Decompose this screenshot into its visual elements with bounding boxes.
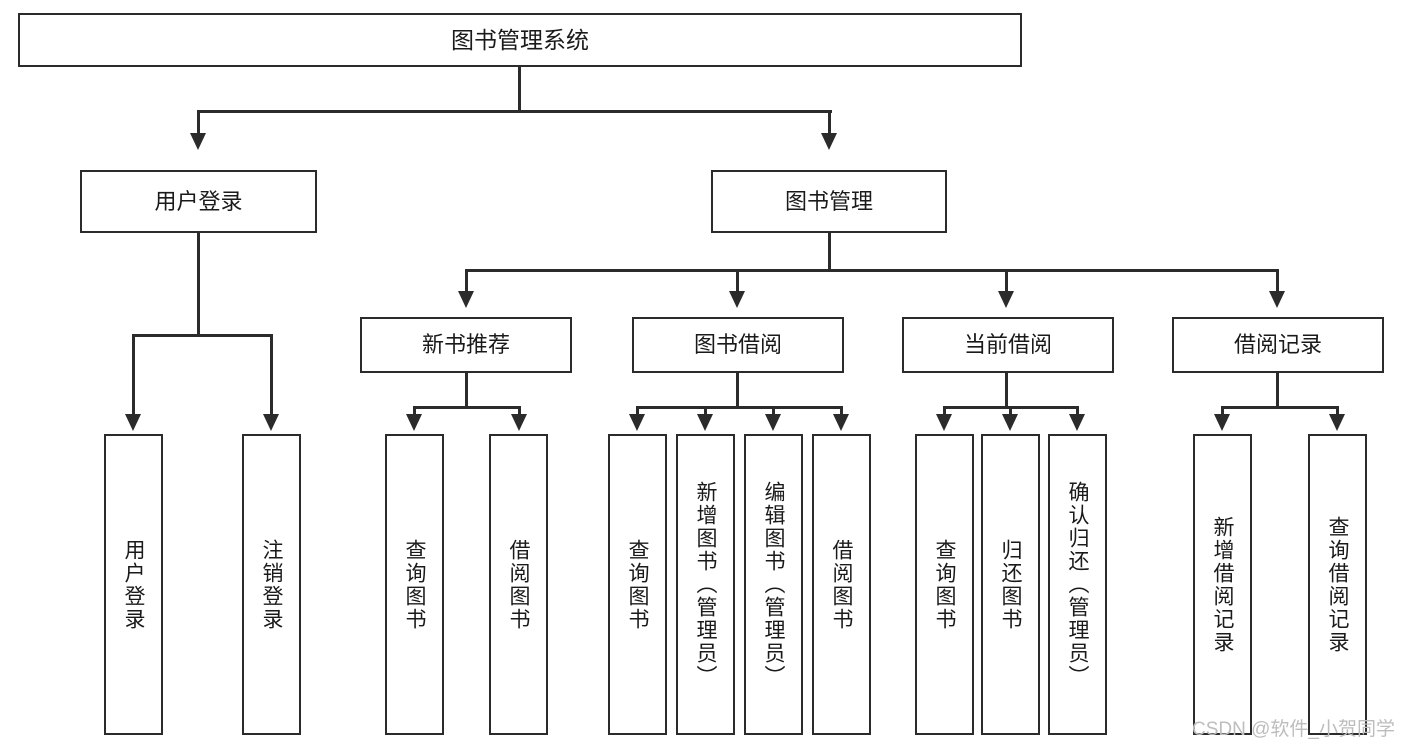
- connector-root-bar: [198, 110, 832, 113]
- arrowhead-bm-to-new-book: [458, 291, 474, 308]
- node-label: 编辑图书（管理员）: [762, 481, 785, 688]
- arrowhead-bm-to-borrow-record: [1269, 291, 1285, 308]
- leaf-user-login[interactable]: 用户登录: [104, 434, 163, 735]
- connector-root-to-user-login: [197, 110, 200, 136]
- arrowhead-user-login-leaf-1: [125, 414, 141, 431]
- connector-bb-to-leaf-1: [636, 406, 639, 418]
- node-label: 查询图书: [626, 538, 649, 631]
- node-label: 确认归还（管理员）: [1066, 481, 1089, 688]
- node-label: 注销登录: [260, 538, 283, 631]
- node-label: 借阅记录: [1233, 332, 1322, 358]
- leaf-bb-borrow-book[interactable]: 借阅图书: [812, 434, 871, 735]
- connector-bb-to-leaf-3: [772, 406, 775, 418]
- arrowhead-cb-leaf-3: [1069, 414, 1085, 431]
- arrowhead-bm-to-current-borrow: [998, 291, 1014, 308]
- leaf-cb-confirm-return-admin[interactable]: 确认归还（管理员）: [1048, 434, 1107, 735]
- connector-user-login-to-leaf-2: [270, 334, 273, 417]
- connector-bm-to-new-book: [465, 269, 468, 293]
- connector-book-manage-stem: [828, 233, 831, 271]
- connector-root-to-book-manage: [828, 110, 831, 136]
- connector-br-to-leaf-2: [1336, 406, 1339, 418]
- connector-cb-to-leaf-1: [943, 406, 946, 418]
- node-label: 新书推荐: [421, 332, 510, 358]
- arrowhead-user-login-leaf-2: [263, 414, 279, 431]
- node-label: 当前借阅: [963, 332, 1052, 358]
- node-new-book-recommend[interactable]: 新书推荐: [360, 317, 572, 373]
- node-label: 图书借阅: [693, 332, 782, 358]
- arrowhead-nbr-leaf-1: [406, 414, 422, 431]
- connector-book-manage-bar: [466, 269, 1278, 272]
- connector-br-to-leaf-1: [1221, 406, 1224, 418]
- connector-user-login-stem: [197, 233, 200, 335]
- leaf-cb-return-book[interactable]: 归还图书: [981, 434, 1040, 735]
- node-label: 归还图书: [999, 538, 1022, 631]
- connector-bb-stem: [736, 373, 739, 408]
- connector-nbr-to-leaf-1: [413, 406, 416, 418]
- connector-nbr-bar: [414, 406, 521, 409]
- connector-bm-to-borrow-record: [1276, 269, 1279, 293]
- arrowhead-nbr-leaf-2: [511, 414, 527, 431]
- arrowhead-root-to-book-manage: [821, 133, 837, 150]
- node-root-book-management-system[interactable]: 图书管理系统: [18, 13, 1022, 67]
- node-book-management[interactable]: 图书管理: [711, 170, 947, 233]
- connector-bb-bar: [637, 406, 842, 409]
- connector-bb-to-leaf-2: [704, 406, 707, 418]
- leaf-br-add-record[interactable]: 新增借阅记录: [1193, 434, 1252, 735]
- connector-br-bar: [1222, 406, 1339, 409]
- leaf-logout[interactable]: 注销登录: [242, 434, 301, 735]
- node-label: 新增图书（管理员）: [694, 481, 717, 688]
- node-label: 图书管理系统: [451, 26, 589, 53]
- arrowhead-cb-leaf-1: [936, 414, 952, 431]
- connector-bb-to-leaf-4: [840, 406, 843, 418]
- arrowhead-bb-leaf-2: [697, 414, 713, 431]
- leaf-nbr-query-book[interactable]: 查询图书: [385, 434, 444, 735]
- connector-cb-stem: [1005, 373, 1008, 408]
- leaf-bb-add-book-admin[interactable]: 新增图书（管理员）: [676, 434, 735, 735]
- node-label: 查询借阅记录: [1326, 515, 1349, 654]
- node-label: 用户登录: [122, 538, 145, 631]
- leaf-bb-edit-book-admin[interactable]: 编辑图书（管理员）: [744, 434, 803, 735]
- connector-bm-to-book-borrow: [736, 269, 739, 293]
- node-label: 查询图书: [403, 538, 426, 631]
- node-label: 用户登录: [154, 188, 243, 214]
- leaf-cb-query-book[interactable]: 查询图书: [915, 434, 974, 735]
- connector-root-stem: [518, 67, 521, 112]
- node-label: 借阅图书: [507, 538, 530, 631]
- watermark-text: CSDN @软件_小贺同学: [1192, 719, 1395, 740]
- node-label: 借阅图书: [830, 538, 853, 631]
- arrowhead-bb-leaf-4: [833, 414, 849, 431]
- connector-bm-to-current-borrow: [1005, 269, 1008, 293]
- arrowhead-bb-leaf-1: [629, 414, 645, 431]
- node-borrow-record[interactable]: 借阅记录: [1172, 317, 1384, 373]
- leaf-bb-query-book[interactable]: 查询图书: [608, 434, 667, 735]
- leaf-nbr-borrow-book[interactable]: 借阅图书: [489, 434, 548, 735]
- arrowhead-cb-leaf-2: [1002, 414, 1018, 431]
- connector-user-login-to-leaf-1: [132, 334, 135, 417]
- node-label: 图书管理: [784, 188, 873, 214]
- node-book-borrow[interactable]: 图书借阅: [632, 317, 844, 373]
- node-label: 查询图书: [933, 538, 956, 631]
- node-label: 新增借阅记录: [1211, 515, 1234, 654]
- arrowhead-br-leaf-1: [1214, 414, 1230, 431]
- arrowhead-bm-to-book-borrow: [729, 291, 745, 308]
- node-user-login[interactable]: 用户登录: [80, 170, 317, 233]
- connector-nbr-to-leaf-2: [518, 406, 521, 418]
- arrowhead-root-to-user-login: [190, 133, 206, 150]
- connector-user-login-bar: [133, 334, 272, 337]
- connector-cb-to-leaf-2: [1009, 406, 1012, 418]
- node-current-borrow[interactable]: 当前借阅: [902, 317, 1114, 373]
- connector-nbr-stem: [465, 373, 468, 408]
- arrowhead-bb-leaf-3: [765, 414, 781, 431]
- connector-br-stem: [1276, 373, 1279, 408]
- connector-cb-to-leaf-3: [1076, 406, 1079, 418]
- arrowhead-br-leaf-2: [1329, 414, 1345, 431]
- leaf-br-query-record[interactable]: 查询借阅记录: [1308, 434, 1367, 735]
